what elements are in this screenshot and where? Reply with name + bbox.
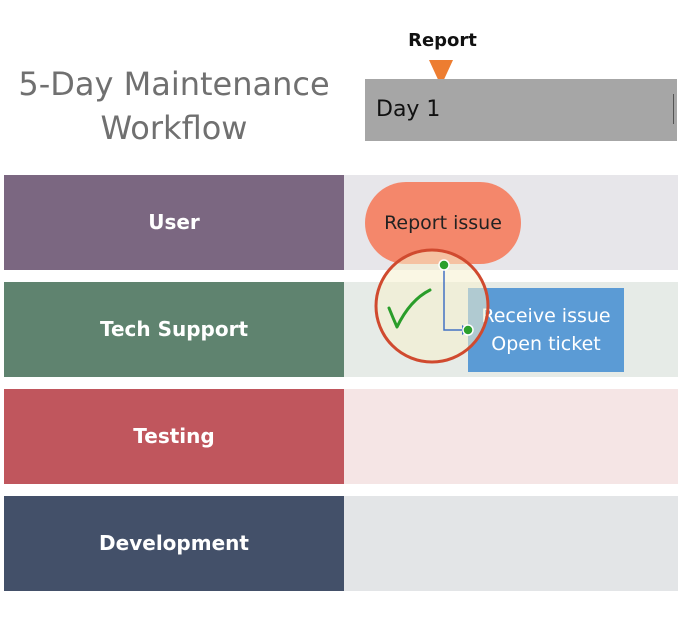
day-header[interactable]: Day 1 — [365, 79, 677, 141]
day-header-label: Day 1 — [376, 97, 441, 122]
page-title-line-1: 5-Day Maintenance — [18, 65, 330, 103]
page-title-line-2: Workflow — [100, 109, 248, 147]
task-report-issue[interactable]: Report issue — [365, 182, 521, 264]
task-receive-issue-line-1: Receive issue — [481, 305, 611, 327]
task-receive-issue[interactable]: Receive issue Open ticket — [468, 288, 624, 372]
lane-label-testing[interactable]: Testing — [4, 389, 344, 484]
lane-label-development[interactable]: Development — [4, 496, 344, 591]
task-report-issue-label: Report issue — [384, 212, 502, 234]
task-receive-issue-line-2: Open ticket — [491, 333, 601, 355]
day-header-edge — [673, 94, 674, 124]
lane-area-testing[interactable] — [344, 389, 678, 484]
lane-label-user[interactable]: User — [4, 175, 344, 270]
milestone-label: Report — [408, 30, 477, 51]
lane-label-tech-support[interactable]: Tech Support — [4, 282, 344, 377]
lane-area-development[interactable] — [344, 496, 678, 591]
page-title: 5-Day Maintenance Workflow — [0, 62, 348, 150]
